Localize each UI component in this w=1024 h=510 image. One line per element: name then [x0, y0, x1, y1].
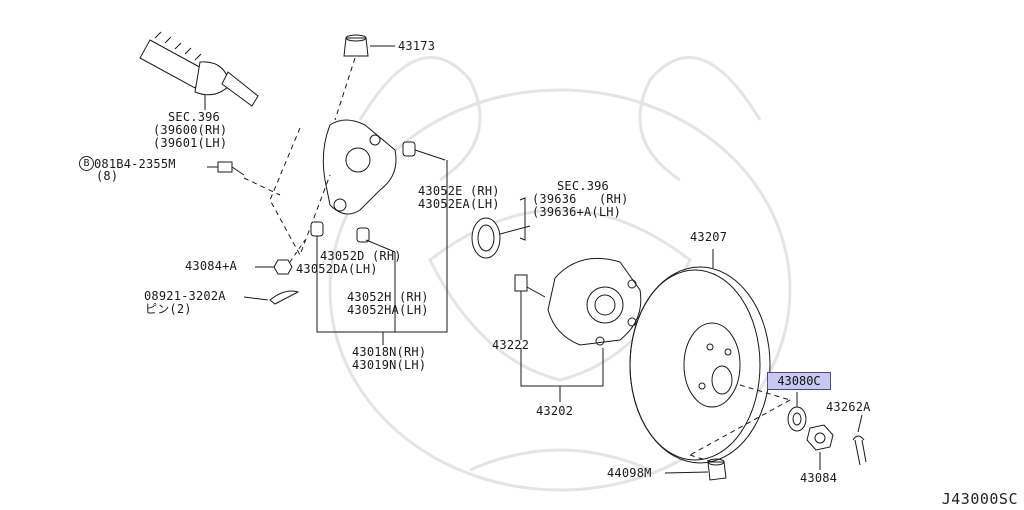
label-43018n[interactable]: 43018N(RH) — [352, 345, 427, 359]
nut-43084-icon — [806, 424, 834, 470]
label-43084[interactable]: 43084 — [800, 471, 838, 485]
label-sec396-b-rh[interactable]: (39636 (RH) — [532, 192, 629, 206]
cotter-pin-43262a-icon — [852, 414, 867, 466]
bushing-43052h-icon — [356, 227, 396, 253]
label-pin-qty: ピン(2) — [145, 302, 192, 316]
label-43052h[interactable]: 43052H (RH) — [347, 290, 429, 304]
washer-43080c-icon — [787, 392, 807, 432]
drive-shaft-icon — [139, 31, 259, 110]
brake-rotor-icon — [629, 249, 771, 464]
label-43262a[interactable]: 43262A — [826, 400, 871, 414]
nut-43084a-icon — [255, 239, 306, 275]
label-43052d[interactable]: 43052D (RH) — [320, 249, 402, 263]
label-43207[interactable]: 43207 — [690, 230, 728, 244]
label-sec396-a-rh[interactable]: (39600(RH) — [153, 123, 228, 137]
bolt-081b4-icon — [207, 161, 281, 196]
label-43052ea[interactable]: 43052EA(LH) — [418, 197, 500, 211]
label-43052da[interactable]: 43052DA(LH) — [296, 262, 378, 276]
diagram-reference-code: J43000SC — [941, 490, 1018, 508]
hub-bolt-icon — [514, 274, 546, 340]
label-43084a[interactable]: 43084+A — [185, 259, 237, 273]
knuckle-icon — [322, 119, 397, 215]
label-08921-3202a[interactable]: 08921-3202A — [144, 289, 226, 303]
label-43052ha[interactable]: 43052HA(LH) — [347, 303, 429, 317]
label-081b4-2355m[interactable]: 081B4-2355M — [94, 157, 176, 171]
label-43173[interactable]: 43173 — [398, 39, 436, 53]
label-sec396-b[interactable]: SEC.396 — [557, 179, 609, 193]
label-43222[interactable]: 43222 — [492, 338, 530, 352]
cotter-pin-icon — [243, 290, 300, 305]
label-bolt-qty: (8) — [96, 169, 119, 183]
bushing-43173-icon — [334, 34, 395, 121]
label-44098m[interactable]: 44098M — [607, 466, 652, 480]
label-43202[interactable]: 43202 — [536, 404, 574, 418]
bushing-43052d-icon — [310, 221, 324, 237]
label-sec396-a-lh[interactable]: (39601(LH) — [153, 136, 228, 150]
seal-ring-icon — [471, 217, 531, 259]
bolt-circle-badge: B — [79, 156, 94, 171]
label-43019n[interactable]: 43019N(LH) — [352, 358, 427, 372]
highlighted-part-43080c[interactable]: 43080C — [767, 372, 831, 390]
bushing-43052e-icon — [402, 141, 446, 161]
label-43052e[interactable]: 43052E (RH) — [418, 184, 500, 198]
cap-44098m-icon — [664, 458, 727, 481]
hub-assembly-icon — [547, 257, 642, 346]
label-sec396-a[interactable]: SEC.396 — [168, 110, 220, 124]
label-sec396-b-lh[interactable]: (39636+A(LH) — [532, 205, 622, 219]
